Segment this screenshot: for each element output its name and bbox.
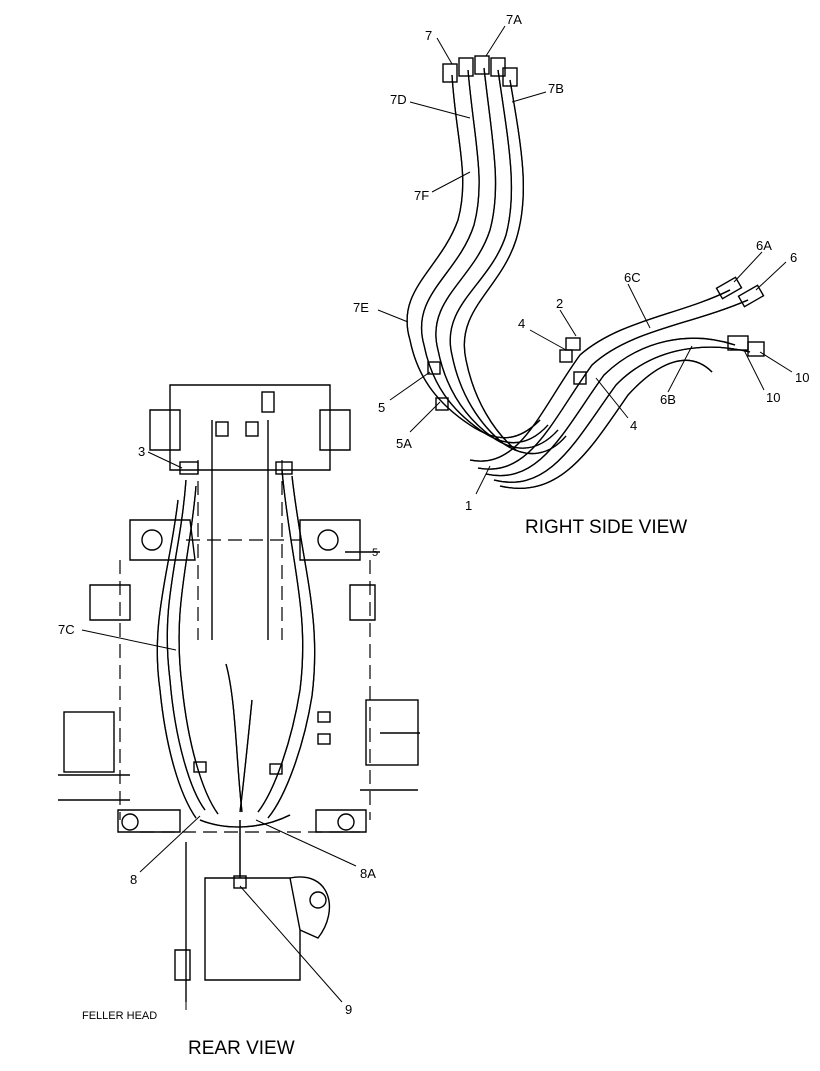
callout-6c: 6C xyxy=(624,270,641,285)
callout-7b: 7B xyxy=(548,81,564,96)
upper-fittings xyxy=(442,55,518,87)
rear-view-leaders xyxy=(81,451,357,1010)
callout-9: 9 xyxy=(345,1002,352,1017)
right-view-leaders xyxy=(377,25,793,495)
callout-10-right: 10 xyxy=(795,370,809,385)
callout-7f: 7F xyxy=(414,188,429,203)
right-side-view-hose-assembly: 7 7A 7B 7D 7F 7E 2 4 5 5A 1 4 6C 6B 6A 6… xyxy=(353,12,809,538)
callout-7c: 7C xyxy=(58,622,75,637)
callout-6a: 6A xyxy=(756,238,772,253)
label-feller-head: FELLER HEAD xyxy=(82,1010,157,1022)
callout-4-upper: 4 xyxy=(518,316,525,331)
callout-3: 3 xyxy=(138,444,145,459)
side-mark: 5 xyxy=(372,547,378,559)
callout-7e: 7E xyxy=(353,300,369,315)
callout-5a: 5A xyxy=(396,436,412,451)
callout-4-lower: 4 xyxy=(630,418,637,433)
callout-10-left: 10 xyxy=(766,390,780,405)
callout-7a: 7A xyxy=(506,12,522,27)
callout-6b: 6B xyxy=(660,392,676,407)
callout-7: 7 xyxy=(425,28,432,43)
callout-8: 8 xyxy=(130,872,137,887)
hose-bundle-upper xyxy=(406,67,567,455)
callout-8a: 8A xyxy=(360,866,376,881)
callout-6: 6 xyxy=(790,250,797,265)
caption-rear-view: REAR VIEW xyxy=(188,1038,295,1059)
callout-1: 1 xyxy=(465,498,472,513)
callout-7d: 7D xyxy=(390,92,407,107)
callout-5: 5 xyxy=(378,400,385,415)
hose-bundle-lower xyxy=(469,289,751,489)
caption-right-side-view: RIGHT SIDE VIEW xyxy=(525,517,687,538)
rear-hoses xyxy=(156,461,331,889)
callout-2: 2 xyxy=(556,296,563,311)
rear-view-assembly: 5 xyxy=(58,384,420,1059)
